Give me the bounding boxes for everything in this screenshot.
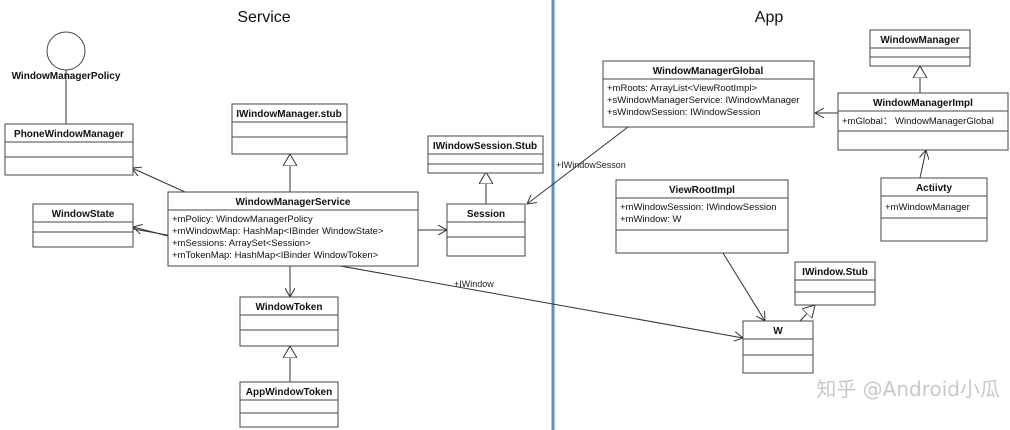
class-window-manager-service: WindowManagerService +mPolicy: WindowMan… [167,191,419,267]
wms-attr-token-map: +mTokenMap: HashMap<IBinder WindowToken> [172,250,379,261]
wmglobal-attr-session: +sWindowSession: IWindowSession [607,107,760,118]
class-window-state: WindowState [32,203,134,248]
class-iwindow-stub: IWindow.Stub [794,261,876,306]
class-app-window-token: AppWindowToken [239,381,339,428]
viewroot-attr-session: +mWindowSession: IWindowSession [620,202,777,213]
class-window-token-name: WindowToken [256,302,323,313]
class-session-name: Session [467,209,505,220]
class-activity: Actiivty +mWindowManager [880,177,988,242]
edge-w-implements-stub [799,305,815,322]
section-title-service: Service [237,9,290,26]
class-activity-name: Actiivty [916,183,953,194]
class-view-root-impl: ViewRootImpl +mWindowSession: IWindowSes… [615,179,789,254]
section-title-app: App [755,9,784,26]
wms-attr-sessions: +mSessions: ArraySet<Session> [172,238,311,249]
class-window-manager-global: WindowManagerGlobal +mRoots: ArrayList<V… [602,60,815,128]
class-session: Session [446,203,526,257]
class-view-root-impl-name: ViewRootImpl [669,185,735,196]
class-window-manager-service-name: WindowManagerService [236,197,351,208]
wms-attr-window-map: +mWindowMap: HashMap<IBinder WindowState… [172,226,384,237]
edge-activity-to-wmimpl [920,150,926,179]
class-iwindow-manager-stub: IWindowManager.stub [231,103,348,155]
class-iwindow-manager-stub-name: IWindowManager.stub [236,109,341,120]
policy-interface: WindowManagerPolicy [12,31,121,82]
edge-wms-to-phonewm [132,168,186,193]
class-window-manager-global-name: WindowManagerGlobal [653,66,764,77]
class-iwindow-stub-name: IWindow.Stub [802,267,868,278]
class-app-window-token-name: AppWindowToken [246,387,332,398]
class-phone-window-manager-name: PhoneWindowManager [14,129,124,140]
class-w: W [742,320,814,374]
class-phone-window-manager: PhoneWindowManager [4,123,134,176]
activity-attr-window-manager: +mWindowManager [885,202,970,213]
edge-label-iwindowsession: +IWindowSesson [556,160,626,170]
wmimpl-attr-global: +mGlobal： WindowManagerGlobal [842,116,994,127]
class-window-manager: WindowManager [869,29,971,67]
wms-attr-policy: +mPolicy: WindowManagerPolicy [172,214,313,225]
watermark: 知乎 @Android小瓜 [816,377,1000,401]
wmglobal-attr-roots: +mRoots: ArrayList<ViewRootImpl> [607,83,757,94]
policy-interface-circle [46,31,86,71]
edge-viewroot-to-w [722,252,765,321]
policy-interface-label: WindowManagerPolicy [12,71,121,82]
class-window-manager-impl-name: WindowManagerImpl [873,98,973,109]
edge-wmglobal-to-session [527,126,629,204]
class-iwindow-session-stub-name: IWindowSession.Stub [433,141,537,152]
class-window-token: WindowToken [239,296,339,347]
edge-label-iwindow: +IWindow [454,279,494,289]
class-w-name: W [773,326,783,337]
class-window-manager-impl: WindowManagerImpl +mGlobal： WindowManage… [837,92,1009,151]
viewroot-attr-window: +mWindow: W [620,214,682,225]
class-iwindow-session-stub: IWindowSession.Stub [427,135,544,174]
wmglobal-attr-service: +sWindowManagerService: IWindowManager [607,95,799,106]
class-window-state-name: WindowState [52,209,115,220]
class-window-manager-name: WindowManager [880,35,959,46]
